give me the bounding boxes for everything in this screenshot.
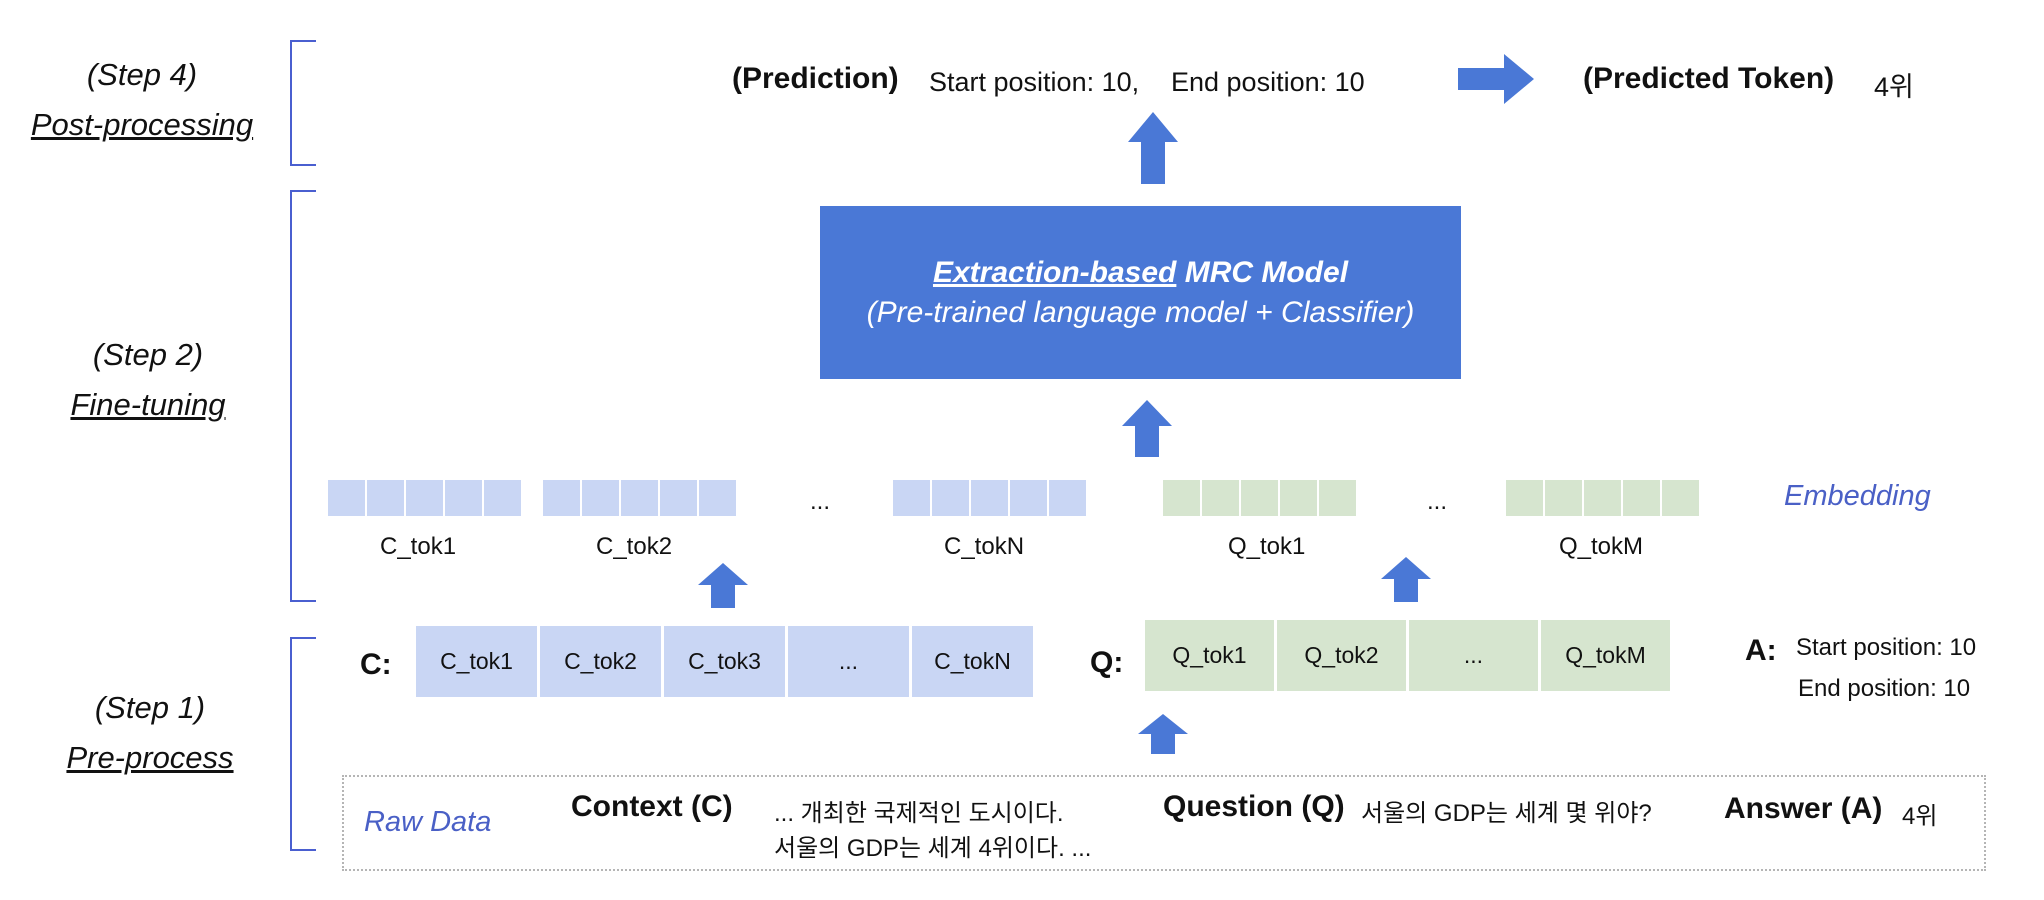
answer-end-position: End position: 10 [1798,675,1971,702]
question-token: Q_tok1 [1145,620,1274,691]
question-text: 서울의 GDP는 세계 몇 위야? [1361,800,1652,827]
step1-bracket [290,637,316,851]
embedding-c-tok1 [328,480,523,516]
embedding-token-label: Q_tok1 [1228,533,1306,560]
up-arrow-icon [1381,557,1431,602]
up-arrow-icon [1128,112,1178,184]
embedding-ellipsis-q: ... [1427,488,1448,515]
context-token: C_tok2 [540,626,661,697]
step4-number: (Step 4) [86,57,198,92]
up-arrow-icon [1138,714,1188,754]
context-token: C_tok3 [664,626,785,697]
embedding-q-tokm [1506,480,1701,516]
prediction-start: Start position: 10, [929,67,1140,97]
answer-text: 4위 [1902,803,1938,830]
embedding-c-tokn [893,480,1088,516]
context-label: Context (C) [571,790,733,823]
embedding-token-label: C_tok2 [596,533,673,560]
embedding-token-label: C_tokN [944,533,1025,560]
context-token: C_tokN [912,626,1033,697]
question-token: Q_tokM [1541,620,1670,691]
prediction-label: (Prediction) [732,62,899,95]
embedding-label: Embedding [1784,480,1931,512]
mrc-model-box: Extraction-based MRC Model (Pre-trained … [820,206,1461,379]
predicted-token-label: (Predicted Token) [1583,62,1835,95]
question-label: Question (Q) [1163,790,1345,823]
embedding-ellipsis-c: ... [810,488,831,515]
up-arrow-icon [698,563,748,608]
step2-number: (Step 2) [92,337,204,372]
right-arrow-icon [1458,54,1534,104]
context-token-row: C_tok1 C_tok2 C_tok3 ... C_tokN [416,626,1033,697]
step2-label: (Step 2) Fine-tuning [18,330,278,430]
up-arrow-icon [1122,400,1172,457]
step1-label: (Step 1) Pre-process [20,683,280,783]
embedding-q-tok1 [1163,480,1358,516]
predicted-token-value: 4위 [1874,72,1914,102]
prediction-end: End position: 10 [1171,67,1365,97]
question-token: ... [1409,620,1538,691]
model-title-rest: MRC Model [1176,256,1349,289]
answer-tokens-label: A: [1745,634,1777,667]
answer-label: Answer (A) [1724,792,1883,825]
step4-name: Post-processing [30,107,254,142]
question-token: Q_tok2 [1277,620,1406,691]
model-title-underlined: Extraction-based [932,256,1177,289]
context-line1: ... 개최한 국제적인 도시이다. [774,800,1064,827]
raw-data-box [342,775,1986,871]
answer-start-position: Start position: 10 [1796,634,1977,661]
question-token-row: Q_tok1 Q_tok2 ... Q_tokM [1145,620,1670,691]
context-token: C_tok1 [416,626,537,697]
context-tokens-label: C: [360,648,392,681]
embedding-c-tok2 [543,480,738,516]
step2-bracket [290,190,316,602]
question-tokens-label: Q: [1090,646,1124,679]
step1-number: (Step 1) [94,690,206,725]
raw-data-label: Raw Data [364,806,492,838]
step4-bracket [290,40,316,166]
step2-name: Fine-tuning [70,387,226,422]
model-subtitle: (Pre-trained language model + Classifier… [866,296,1415,329]
context-line2: 서울의 GDP는 세계 4위이다. ... [774,835,1092,862]
context-token: ... [788,626,909,697]
embedding-token-label: C_tok1 [380,533,457,560]
step1-name: Pre-process [66,740,234,775]
step4-label: (Step 4) Post-processing [12,50,272,150]
embedding-token-label: Q_tokM [1559,533,1644,560]
